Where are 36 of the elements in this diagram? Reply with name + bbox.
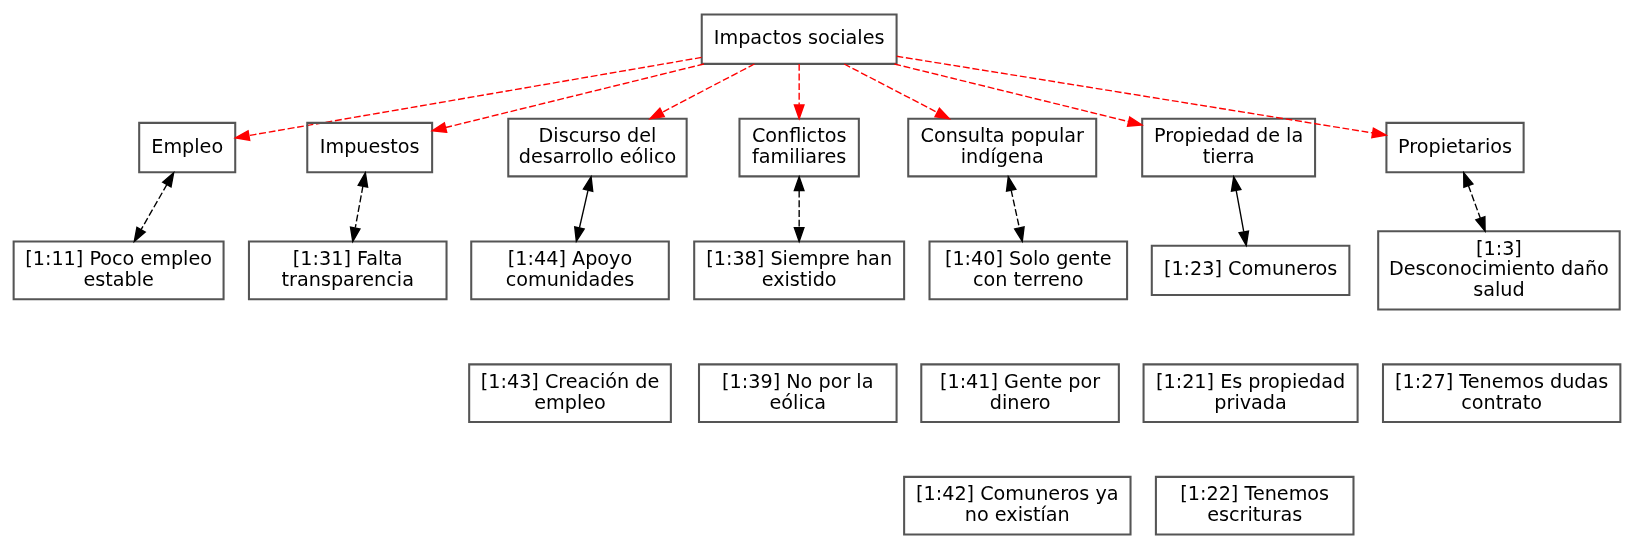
node-box: [1:27] Tenemos dudas contrato bbox=[1381, 363, 1622, 424]
arrow bbox=[349, 170, 369, 244]
node-box: [1:40] Solo gente con terreno bbox=[928, 240, 1129, 301]
arrow bbox=[1005, 174, 1025, 244]
node-box: [1:39] No por la eólica bbox=[697, 363, 898, 424]
node-box: [1:42] Comuneros ya no existían bbox=[903, 475, 1132, 536]
arrow bbox=[843, 63, 952, 120]
node-box: Propiedad de la tierra bbox=[1141, 117, 1317, 178]
node-box: [1:22] Tenemos escrituras bbox=[1154, 475, 1355, 536]
arrow bbox=[793, 63, 805, 121]
node-box: Propietarios bbox=[1385, 121, 1525, 174]
node-box: [1:21] Es propiedad privada bbox=[1142, 363, 1359, 424]
node-box: Consulta popular indígena bbox=[907, 117, 1098, 178]
arrow bbox=[895, 55, 1389, 139]
node-box: [1:43] Creación de empleo bbox=[468, 363, 672, 424]
node-box: Conflictos familiares bbox=[738, 117, 860, 178]
node-box: [1:31] Falta transparencia bbox=[247, 240, 448, 301]
arrow bbox=[233, 56, 703, 142]
node-box: [1:44] Apoyo comunidades bbox=[470, 240, 670, 301]
node-box: [1:41] Gente por dinero bbox=[920, 363, 1120, 424]
node-box: [1:3] Desconocimiento daño salud bbox=[1377, 230, 1621, 311]
node-box: Empleo bbox=[138, 121, 237, 174]
node-box: [1:11] Poco empleo estable bbox=[12, 240, 225, 301]
node-box: Impuestos bbox=[306, 121, 434, 174]
arrow bbox=[133, 170, 175, 244]
arrow bbox=[1230, 174, 1250, 248]
node-box: [1:23] Comuneros bbox=[1150, 244, 1351, 297]
arrow bbox=[1462, 170, 1486, 234]
node-box: Impactos sociales bbox=[700, 13, 898, 65]
arrow bbox=[893, 63, 1144, 128]
arrow bbox=[430, 63, 705, 133]
node-box: Discurso del desarrollo eólico bbox=[507, 117, 688, 178]
arrow bbox=[793, 174, 805, 244]
arrow bbox=[573, 174, 594, 244]
arrow bbox=[648, 63, 756, 120]
node-box: [1:38] Siempre han existido bbox=[693, 240, 906, 301]
